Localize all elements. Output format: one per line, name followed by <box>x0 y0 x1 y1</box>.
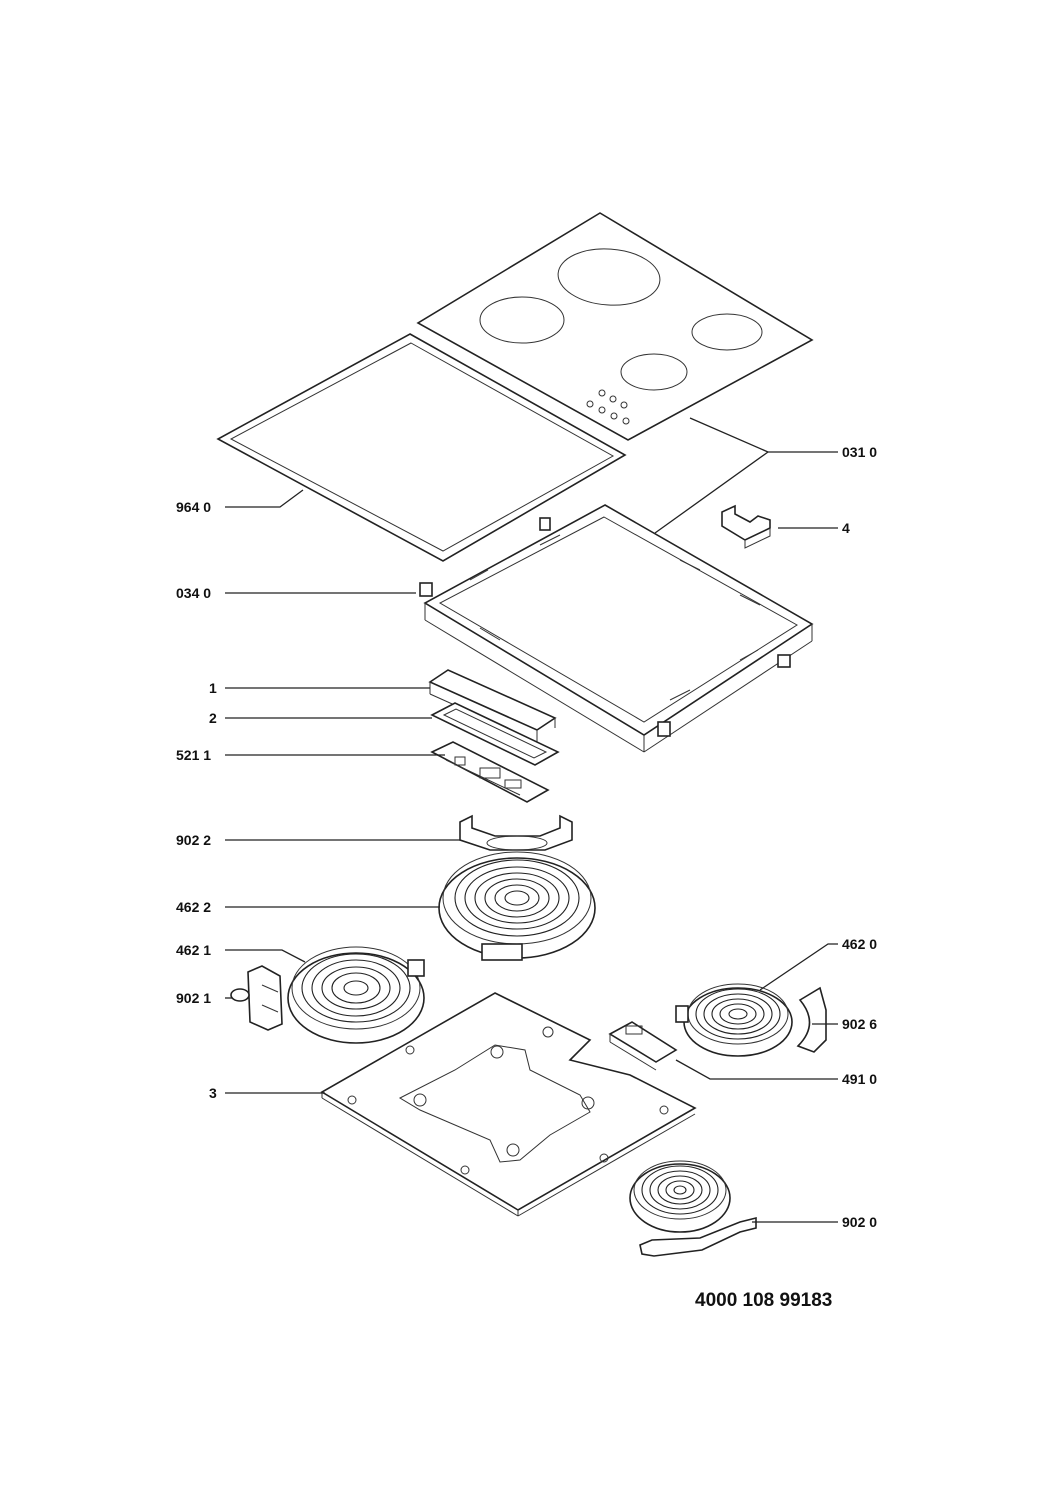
base-plate <box>320 992 697 1217</box>
callout-2: 2 <box>209 710 217 726</box>
bracket-part <box>721 504 771 549</box>
small-heating-element <box>629 1160 731 1233</box>
callout-9026: 902 6 <box>842 1016 877 1032</box>
support-bracket-upper <box>459 814 573 851</box>
left-clamp-bracket <box>230 965 283 1031</box>
callout-labels: 031 0 964 0 4 034 0 1 2 521 1 902 2 462 … <box>176 444 877 1230</box>
left-heating-element <box>287 946 425 1044</box>
callout-9022: 902 2 <box>176 832 211 848</box>
glass-hob-top <box>416 212 814 441</box>
callout-4620: 462 0 <box>842 936 877 952</box>
callout-1: 1 <box>209 680 217 696</box>
hob-frame <box>419 504 814 753</box>
large-heating-element <box>438 851 596 961</box>
callout-521: 521 1 <box>176 747 211 763</box>
callout-3: 3 <box>209 1085 217 1101</box>
document-number: 4000 108 99183 <box>695 1290 832 1311</box>
bottom-clamp-bracket <box>639 1216 757 1257</box>
control-board <box>430 741 550 803</box>
right-clamp-bracket <box>796 986 827 1053</box>
callout-491: 491 0 <box>842 1071 877 1087</box>
control-cover <box>430 702 560 766</box>
touch-controls <box>586 389 630 425</box>
callout-031: 031 0 <box>842 444 877 460</box>
callout-4622: 462 2 <box>176 899 211 915</box>
callout-4621: 462 1 <box>176 942 211 958</box>
leader-lines <box>225 417 838 1223</box>
callout-9021: 902 1 <box>176 990 211 1006</box>
right-heating-element <box>675 983 793 1057</box>
gasket-seal <box>216 333 627 562</box>
terminal-block <box>608 1021 678 1071</box>
callout-9020: 902 0 <box>842 1214 877 1230</box>
callout-4: 4 <box>842 520 850 536</box>
callout-964: 964 0 <box>176 499 211 515</box>
callout-034: 034 0 <box>176 585 211 601</box>
